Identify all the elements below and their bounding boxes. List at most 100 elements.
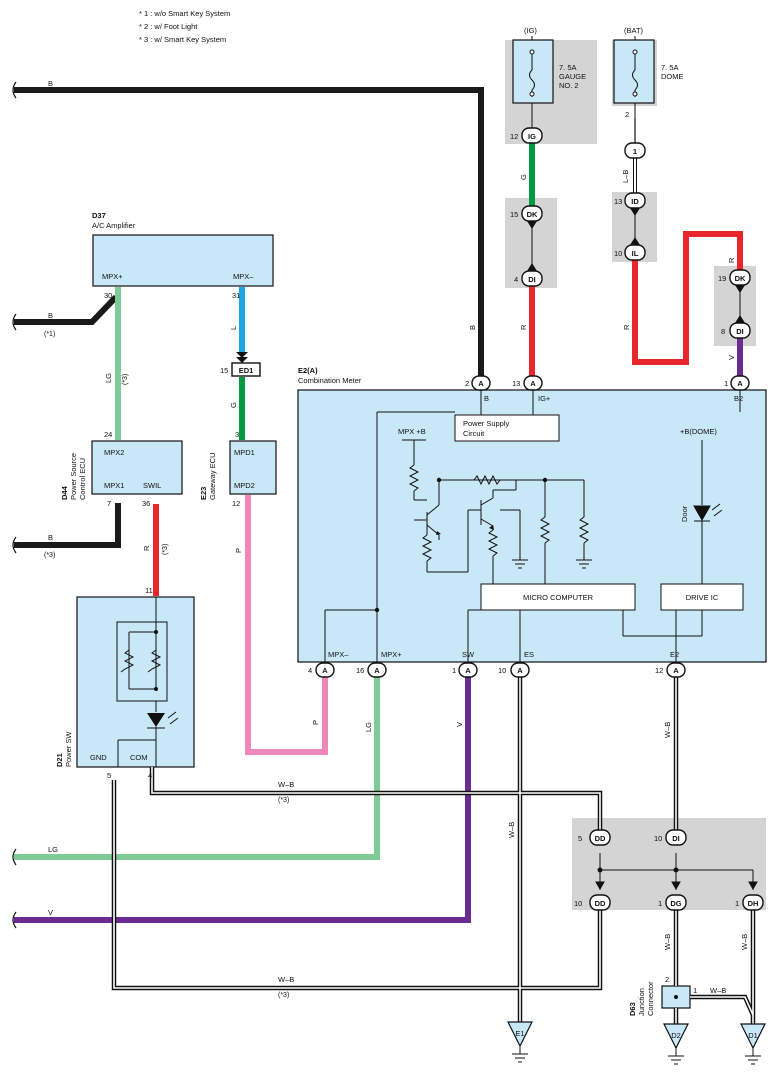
ground-d2: D2 (663, 1023, 689, 1065)
wire-b-d37 (14, 294, 119, 325)
pin-12-ig: 12 (510, 132, 518, 141)
ground-d1: D1 (740, 1023, 766, 1065)
wire-label-wb-bottom: W–B (278, 975, 294, 984)
wire-r-loop (632, 231, 743, 365)
wire-label-p-a4: P (311, 720, 320, 725)
e23-name: Gateway ECU (208, 452, 217, 500)
pin-10-il: 10 (614, 249, 622, 258)
wire-label-wb-top: W–B (278, 780, 294, 789)
mark-s1: (*1) (44, 331, 55, 338)
conn-dk: DK (527, 210, 538, 219)
wire-label-b-d44: B (48, 533, 53, 542)
pin-1-dg: 1 (658, 899, 662, 908)
pin-10-dd: 10 (574, 899, 582, 908)
wire-label-lg-a16: LG (364, 722, 373, 732)
wire-label-g-ig: G (519, 174, 528, 180)
wire-label-l: L (229, 326, 238, 330)
e2-e2: E2 (670, 650, 679, 659)
ground-label-d1: D1 (748, 1031, 758, 1040)
note-1: * 1 : w/o Smart Key System (139, 9, 230, 18)
e2-bdome: +B(DOME) (680, 427, 717, 436)
conn-il: IL (632, 249, 639, 258)
note-3: * 3 : w/ Smart Key System (139, 35, 226, 44)
pin-19-dk: 19 (718, 274, 726, 283)
e23-mpd1: MPD1 (234, 448, 255, 457)
pin-2-d63: 2 (665, 975, 669, 984)
mark-s3-wb-top: (*3) (278, 797, 289, 804)
d21-com: COM (130, 753, 148, 762)
wire-label-wb-e2: W–B (663, 722, 672, 738)
conn-a-1: A (737, 379, 743, 388)
d44-name-1: Power Source (69, 453, 78, 500)
e2-drive: DRIVE IC (686, 593, 719, 602)
wire-b-top (14, 87, 484, 378)
conn-id: ID (631, 197, 639, 206)
pin-30: 30 (104, 291, 112, 300)
ground-e1: E1 (507, 1021, 533, 1063)
d21-name: Power SW (64, 731, 73, 767)
pin-10-a: 10 (498, 666, 506, 675)
wire-wb-d63-d1 (690, 994, 756, 1016)
wire-b-d44 (14, 503, 121, 548)
e2-door: Door (680, 505, 689, 522)
conn-di: DI (528, 275, 536, 284)
pin-1-d63: 1 (693, 986, 697, 995)
e23-code: E23 (199, 487, 208, 500)
fuse-bat-tag: (BAT) (624, 26, 644, 35)
e2-code: E2(A) (298, 366, 318, 375)
fuse-ig-l2: GAUGE (559, 72, 586, 81)
pin-16-a: 16 (356, 666, 364, 675)
wire-v-left (14, 677, 471, 923)
conn-ig: IG (528, 132, 536, 141)
pin-12-a: 12 (655, 666, 663, 675)
e2-mpx-plus: MPX+ (381, 650, 402, 659)
e2-es: ES (524, 650, 534, 659)
e23-mpd2: MPD2 (234, 481, 255, 490)
fuse-ig-l3: NO. 2 (559, 81, 579, 90)
wire-label-wb-dh: W–B (740, 934, 749, 950)
pin-31: 31 (232, 291, 240, 300)
conn-a-4: A (322, 666, 328, 675)
e2-mpxb: MPX +B (398, 427, 426, 436)
e2-sw: SW (462, 650, 475, 659)
wire-label-r-loop: R (622, 324, 631, 330)
micro-computer (480, 583, 636, 611)
conn-1: 1 (633, 147, 637, 156)
e2-b: B (484, 394, 489, 403)
d44-name-2: Control ECU (78, 458, 87, 500)
d63-name-1: Junction (637, 988, 646, 1016)
ground-label-d2: D2 (671, 1031, 681, 1040)
e23-box (229, 440, 277, 495)
wire-label-v-b2: V (727, 355, 736, 360)
conn-a-16: A (374, 666, 380, 675)
d21-box (76, 596, 195, 768)
d44-box (91, 440, 183, 495)
pin-5-gnd: 5 (107, 771, 111, 780)
conn-a-2: A (478, 379, 484, 388)
conn-a-12: A (673, 666, 679, 675)
d44-mpx2: MPX2 (104, 448, 124, 457)
wire-label-p-e23: P (234, 548, 243, 553)
pin-13-a: 13 (512, 379, 520, 388)
d37-mpx-plus: MPX+ (102, 272, 123, 281)
pin-1-a: 1 (724, 379, 728, 388)
pin-13-id: 13 (614, 197, 622, 206)
e2-igp: IG+ (538, 394, 551, 403)
conn-di2: DI (736, 327, 744, 336)
e2-psc-2: Circuit (463, 429, 485, 438)
wire-wb-gnd (111, 780, 603, 991)
d44-mpx1: MPX1 (104, 481, 124, 490)
wire-label-r-dk: R (727, 257, 736, 263)
mark-s3-lg: (*3) (122, 374, 129, 385)
conn-dd2: DD (595, 899, 606, 908)
wire-label-g-ed1: G (229, 402, 238, 408)
wire-p (245, 495, 328, 755)
e2-name: Combination Meter (298, 376, 362, 385)
pin-12-e23: 12 (232, 499, 240, 508)
d63-code: D63 (628, 1002, 637, 1016)
wire-label-r-di: R (519, 324, 528, 330)
d44-swil: SWIL (143, 481, 161, 490)
mark-s3-wb-bottom: (*3) (278, 992, 289, 999)
mark-s3-b: (*3) (44, 552, 55, 559)
